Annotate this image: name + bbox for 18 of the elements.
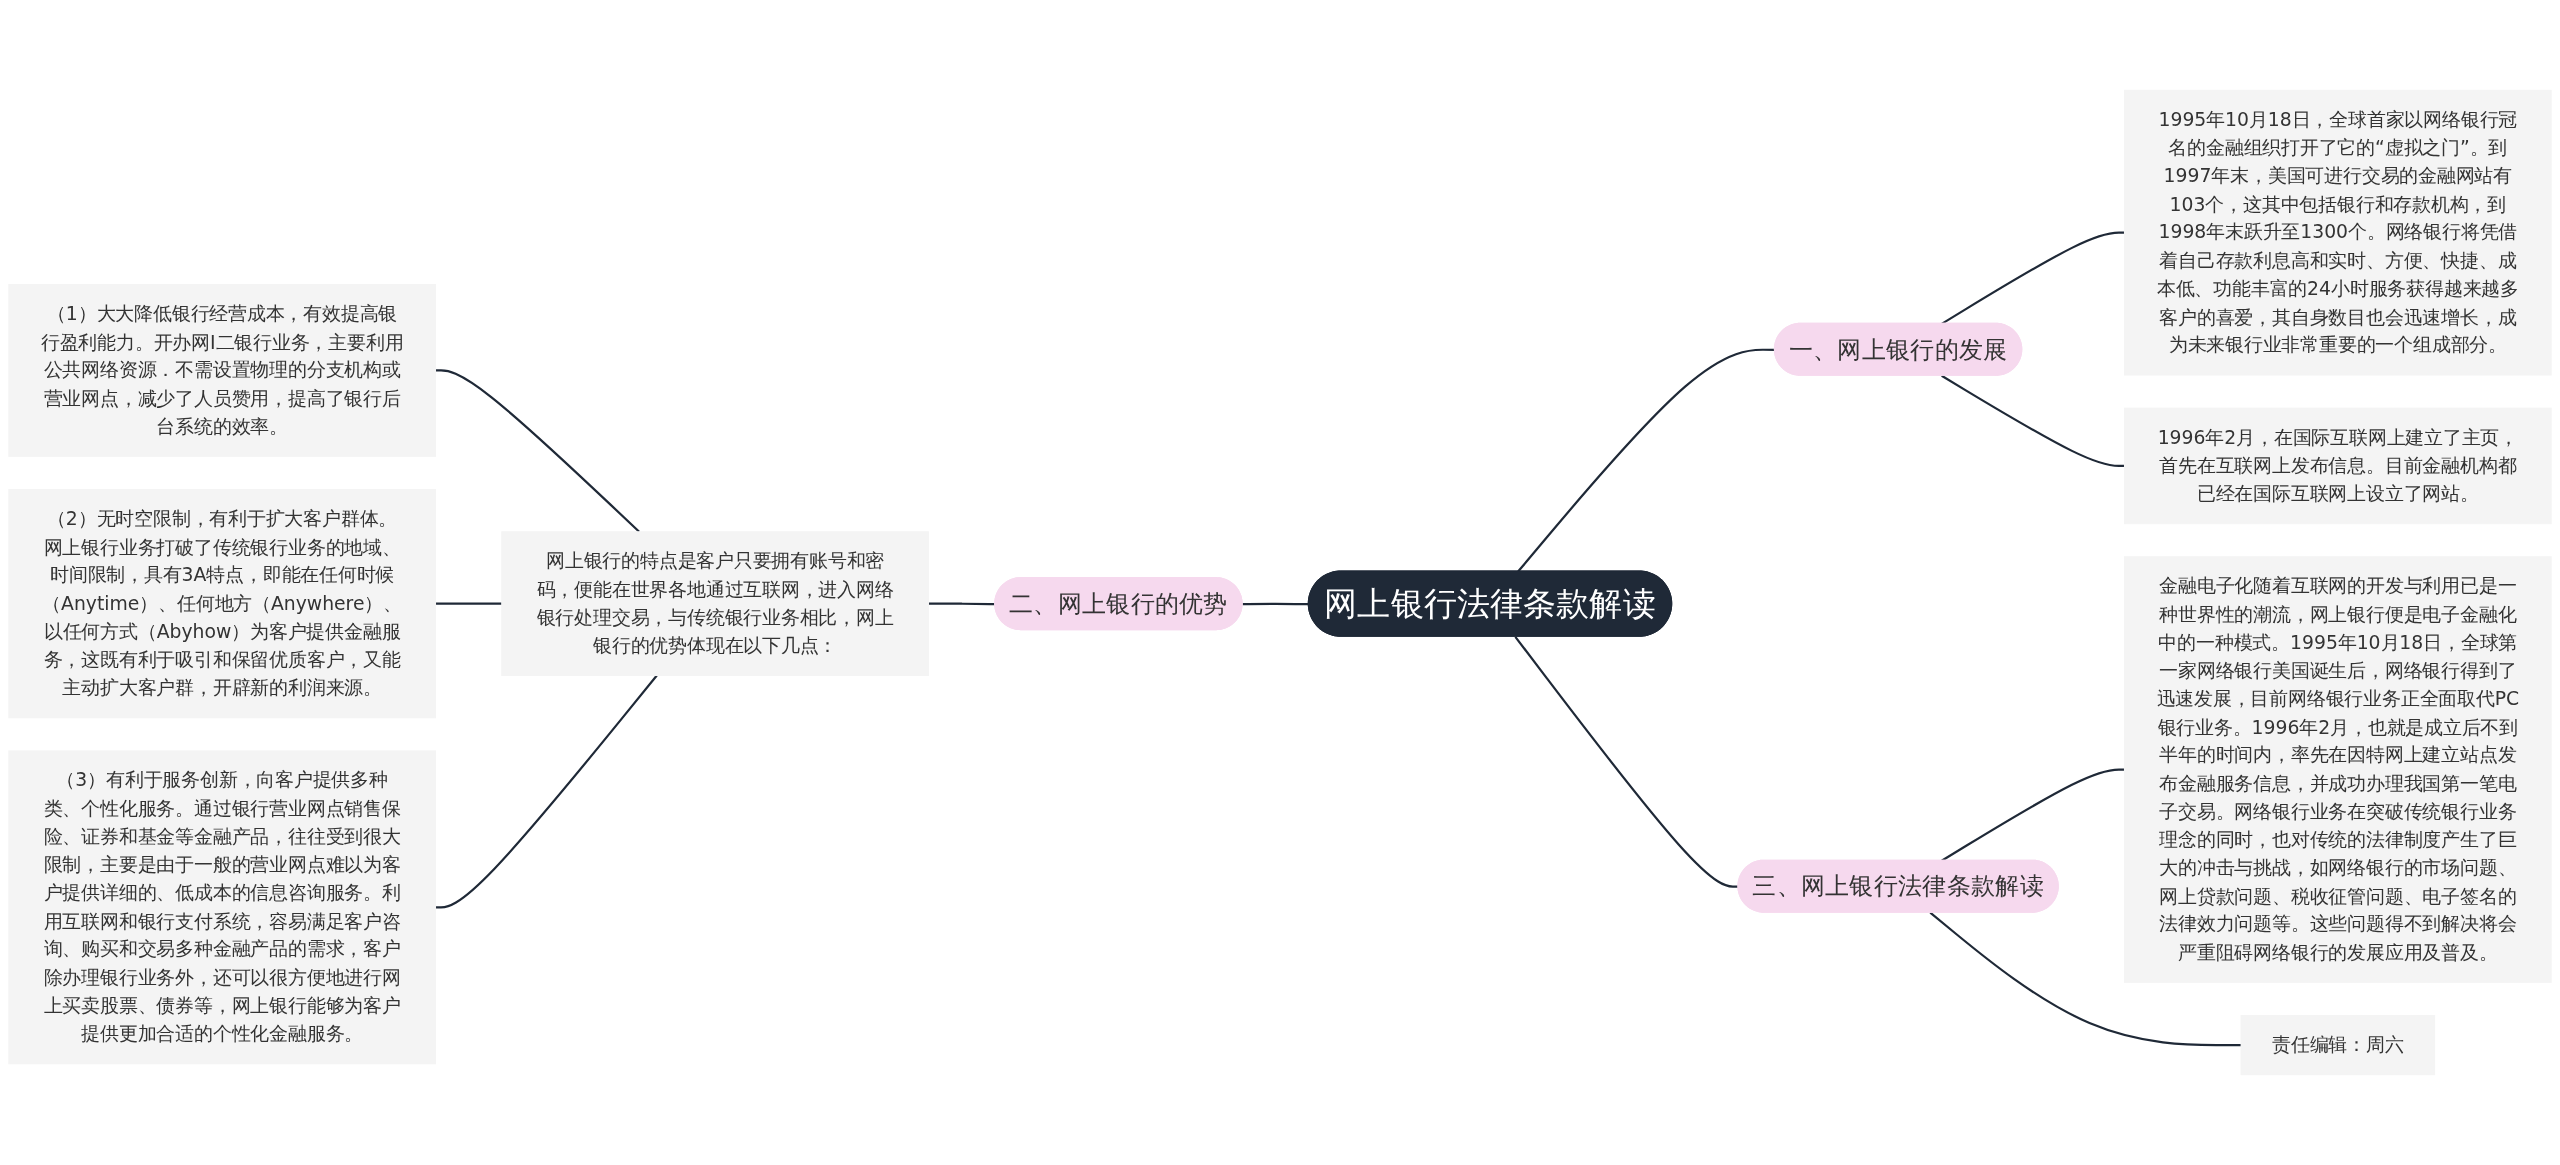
connector	[1242, 602, 1309, 606]
connector	[1941, 374, 2125, 467]
node-box: （1）大大降低银行经营成本，有效提高银行盈利能力。开办网Ⅰ二银行业务，主要利用公共网络资源．不需设置物理的分支机构或营业网点，减少了人员赞用，提高了银行后台系统的效率。	[8, 283, 437, 457]
connector	[1941, 231, 2125, 325]
node-box: （2）无时空限制，有利于扩大客户群体。网上银行业务打破了传统银行业务的地域、时间限制，具有3A特点，即能在任何时候（Anytime）、任何地方（Anywhere）、以任何方式（Abyhow）为客户提供金融服务，这既有利于吸引和保留优质客户，又能主动扩大客户群，开辟新的利润来源。	[8, 488, 437, 719]
node-box: 1995年10月18日，全球首家以网络银行冠名的金融组织打开了它的“虚拟之门”。到1997年末，美国可进行交易的金融网站有103个，这其中包括银行和存款机构，到1998年末跃升至1300个。网络银行将凭借着自己存款利息高和实时、方便、快捷、成本低、功能丰富的24小时服务获得越来越多客户的喜爱，其自身数目也会迅速增长，成为未来银行业非常重要的一个组成部分。	[2123, 89, 2552, 376]
connector	[1929, 911, 2242, 1047]
node-box: 金融电子化随着互联网的开发与利用已是一种世界性的潮流，网上银行便是电子金融化中的一种模式。1995年10月18日，全球第一家网络银行美国诞生后，网络银行得到了迅速发展，目前网络银行业务正全面取代PC银行业务。1996年2月，也就是成立后不到半年的时间内，率先在因特网上建立站点发布金融服务信息，并成功办理我国第一笔电子交易。网络银行业务在突破传统银行业务理念的同时，也对传统的法律制度产生了巨大的冲击与挑战，如网络银行的市场问题、网上贷款问题、税收征管问题、电子签名的法律效力问题等。这些问题得不到解决将会严重阻碍网络银行的发展应用及普及。	[2123, 556, 2552, 983]
node-box: 网上银行的特点是客户只要拥有账号和密码，便能在世界各地通过互联网，进入网络银行处理交易，与传统银行业务相比，网上银行的优势体现在以下几点：	[501, 531, 929, 677]
connector	[435, 674, 658, 909]
connector	[1517, 348, 1775, 573]
connector	[1514, 636, 1739, 888]
node-box: 1996年2月，在国际互联网上建立了主页，首先在互联网上发布信息。目前金融机构都已经在国际互联网上设立了网站。	[2123, 407, 2552, 525]
connector	[435, 602, 502, 605]
connector	[1941, 768, 2125, 862]
node-box: （3）有利于服务创新，向客户提供多种类、个性化服务。通过银行营业网点销售保险、证券和基金等金融产品，往往受到很大限制，主要是由于一般的营业网点难以为客户提供详细的、低成本的信息咨询服务。利用互联网和银行支付系统，容易满足客户咨询、购买和交易多种金融产品的需求，客户除办理银行业务外，还可以很方便地进行网上买卖股票、债券等，网上银行能够为客户提供更加合适的个性化金融服务。	[8, 750, 437, 1065]
node-box: 责任编辑：周六	[2240, 1014, 2436, 1076]
connector	[435, 369, 640, 533]
